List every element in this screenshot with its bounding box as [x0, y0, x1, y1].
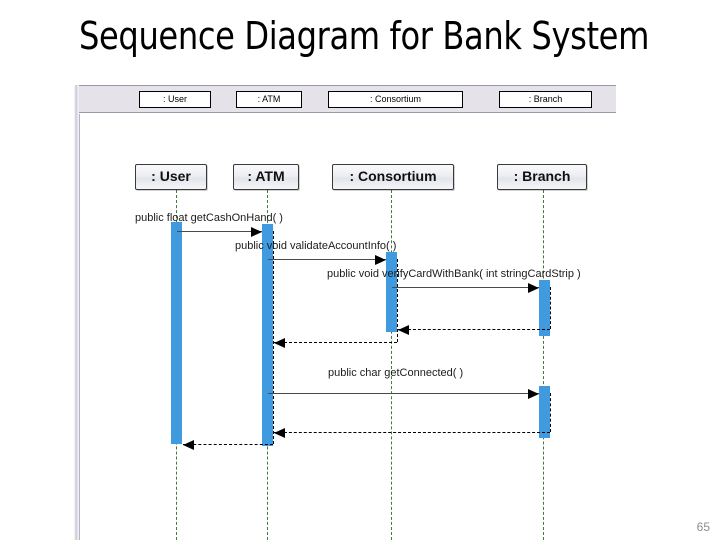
return-arrowhead-branch-atm: [274, 428, 285, 438]
message-label-validate-account-info: public void validateAccountInfo( ): [235, 240, 397, 252]
object-head-consortium[interactable]: : Consortium: [332, 164, 454, 190]
strip-box-atm[interactable]: : ATM: [236, 91, 302, 108]
object-head-atm[interactable]: : ATM: [233, 164, 299, 190]
message-line-get-cash-on-hand[interactable]: [177, 231, 262, 232]
return-drop-atm-user: [273, 231, 274, 444]
return-drop-consortium-atm: [397, 259, 398, 342]
message-line-get-connected[interactable]: [268, 393, 539, 394]
lifeline-consortium: [391, 190, 392, 540]
lifeline-branch: [543, 190, 544, 540]
activation-bar-branch-1[interactable]: [539, 280, 550, 336]
message-arrowhead-get-connected: [528, 389, 539, 399]
activation-bar-atm[interactable]: [262, 224, 273, 446]
message-line-validate-account-info[interactable]: [268, 259, 386, 260]
activation-bar-consortium[interactable]: [386, 252, 397, 332]
return-line-consortium-atm: [274, 342, 397, 343]
return-drop-branch-atm: [550, 393, 551, 432]
strip-box-branch[interactable]: : Branch: [499, 91, 592, 108]
message-arrowhead-verify-card-with-bank: [528, 283, 539, 293]
activation-bar-branch-2[interactable]: [539, 386, 550, 438]
return-arrowhead-atm-user: [183, 440, 194, 450]
strip-box-user[interactable]: : User: [139, 91, 211, 108]
message-arrowhead-validate-account-info: [375, 255, 386, 265]
message-label-get-cash-on-hand: public float getCashOnHand( ): [135, 212, 283, 224]
return-arrowhead-branch-consortium: [398, 325, 409, 335]
activation-bar-user[interactable]: [171, 222, 182, 444]
return-line-atm-user: [183, 444, 273, 445]
return-line-branch-consortium: [398, 329, 550, 330]
return-line-branch-atm: [274, 432, 550, 433]
object-head-user[interactable]: : User: [135, 164, 207, 190]
message-label-get-connected: public char getConnected( ): [328, 367, 464, 379]
classifier-toolbar-strip: : User : ATM : Consortium : Branch: [79, 85, 616, 113]
message-arrowhead-get-cash-on-hand: [251, 227, 262, 237]
message-label-verify-card-with-bank: public void verifyCardWithBank( int stri…: [327, 268, 581, 280]
message-line-verify-card-with-bank[interactable]: [392, 287, 539, 288]
page-title: Sequence Diagram for Bank System: [78, 14, 650, 58]
sequence-diagram-panel: : User : ATM : Consortium : Branch : Use…: [74, 85, 616, 540]
return-drop-branch-consortium: [550, 287, 551, 329]
strip-box-consortium[interactable]: : Consortium: [328, 91, 463, 108]
slide-page-number: 65: [696, 520, 710, 534]
panel-left-frame: [74, 85, 80, 540]
object-head-branch[interactable]: : Branch: [497, 164, 587, 190]
return-arrowhead-consortium-atm: [274, 338, 285, 348]
diagram-canvas[interactable]: : User : ATM : Consortium : Branch publi…: [79, 114, 616, 540]
